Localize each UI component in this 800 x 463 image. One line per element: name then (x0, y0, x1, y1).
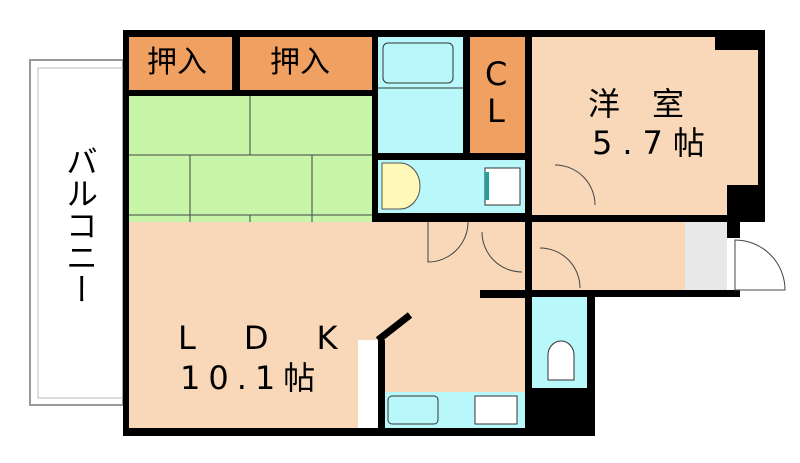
washing-machine (484, 167, 521, 206)
ldk-size: 10.1帖 (180, 359, 324, 397)
bathroom (378, 37, 463, 153)
entrance (685, 222, 727, 290)
washbasin (381, 162, 421, 210)
stove (474, 395, 518, 425)
balcony-label: バルコニー (61, 145, 99, 305)
cl-label-c: C (485, 55, 508, 93)
ldk-room (129, 222, 525, 428)
balcony (29, 59, 124, 406)
bathtub (382, 42, 454, 84)
closet-1 (129, 37, 232, 90)
sink (387, 395, 439, 425)
ldk-name: L D K (178, 319, 346, 357)
closet-1-label: 押入 (147, 45, 207, 80)
western-room-size: 5.7帖 (592, 124, 715, 162)
cl-label-l: L (487, 92, 505, 130)
western-room-name: 洋 室 (588, 85, 685, 123)
toilet (547, 340, 575, 381)
closet-2 (240, 37, 372, 90)
western-room (532, 37, 758, 215)
closet-2-label: 押入 (270, 45, 330, 80)
hallway (532, 222, 685, 290)
cl-closet (470, 37, 525, 153)
